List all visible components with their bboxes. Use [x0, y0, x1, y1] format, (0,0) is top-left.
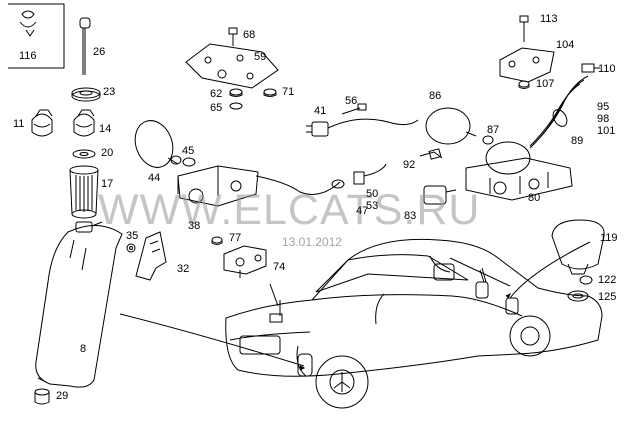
part-119-accumulator	[551, 219, 605, 275]
callout-38: 38	[188, 220, 201, 232]
callout-17: 17	[101, 178, 114, 190]
callout-11: 11	[13, 118, 25, 130]
part-74-sensor-bracket	[223, 245, 267, 278]
part-41-sensor	[306, 118, 419, 137]
callout-59: 59	[254, 51, 267, 63]
part-29-plug	[34, 388, 50, 405]
part-62-nut	[229, 88, 243, 97]
callout-92: 92	[403, 159, 416, 171]
part-116-box	[8, 3, 65, 69]
part-47-sleeve	[331, 179, 345, 189]
car-outline	[225, 238, 603, 409]
callout-80: 80	[528, 192, 541, 204]
part-23-ring	[71, 87, 101, 102]
part-80-valve-assembly	[465, 141, 573, 201]
callout-122: 122	[598, 274, 617, 286]
part-86-accumulator	[425, 107, 477, 145]
callout-110: 110	[598, 63, 616, 75]
part-35-ring	[126, 243, 136, 253]
callout-125: 125	[598, 291, 617, 303]
part-59-plate	[185, 43, 279, 89]
part-92-sensor	[419, 148, 443, 160]
callout-89: 89	[571, 135, 584, 147]
callout-56: 56	[345, 95, 358, 107]
callout-47: 47	[356, 205, 369, 217]
part-122-ring	[579, 275, 593, 285]
callout-50: 50	[366, 188, 379, 200]
part-65-washer	[229, 102, 243, 110]
callout-26: 26	[93, 46, 106, 58]
callout-68: 68	[243, 29, 256, 41]
callout-23: 23	[103, 86, 116, 98]
callout-71: 71	[282, 86, 295, 98]
callout-20: 20	[101, 147, 114, 159]
part-113-bolt	[519, 15, 529, 42]
part-32-bracket	[135, 231, 167, 281]
callout-77: 77	[229, 232, 242, 244]
watermark-text: WWW.ELCATS.RU	[98, 186, 481, 234]
callout-62: 62	[210, 88, 223, 100]
callout-65: 65	[210, 102, 223, 114]
part-26-dipstick	[79, 17, 91, 75]
part-20-washer	[72, 149, 96, 159]
callout-104: 104	[556, 39, 575, 51]
callout-29: 29	[56, 390, 69, 402]
part-50-53-sensor	[353, 163, 387, 185]
part-45-ring	[182, 157, 196, 167]
part-44-accumulator	[134, 120, 182, 168]
callout-101: 101	[597, 125, 616, 137]
callout-8: 8	[80, 343, 87, 355]
part-71-nut	[263, 88, 277, 97]
part-95-harness	[529, 75, 589, 149]
callout-107: 107	[536, 78, 555, 90]
part-83-valve	[423, 185, 457, 205]
part-8-reservoir	[35, 221, 123, 388]
watermark-date: 13.01.2012	[282, 235, 343, 249]
leader-lines	[119, 241, 591, 371]
part-14-clamp	[73, 109, 95, 137]
part-56-screw	[341, 103, 367, 115]
part-68-bolt	[228, 27, 238, 46]
callout-35: 35	[126, 230, 139, 242]
callout-87: 87	[487, 124, 500, 136]
callout-74: 74	[273, 261, 286, 273]
part-38-valve	[177, 165, 341, 207]
callout-45: 45	[182, 145, 195, 157]
part-110-plug	[581, 63, 600, 73]
part-87-ring	[482, 135, 494, 145]
callout-32: 32	[177, 263, 190, 275]
callout-98: 98	[597, 113, 610, 125]
part-104-bracket	[499, 47, 555, 83]
callout-113: 113	[540, 13, 558, 25]
callout-44: 44	[148, 172, 161, 184]
callout-86: 86	[429, 90, 442, 102]
callout-53: 53	[366, 200, 379, 212]
part-11-clamp	[31, 109, 53, 137]
callout-119: 119	[600, 232, 618, 244]
part-17-filter	[69, 165, 99, 219]
callout-116: 116	[19, 50, 37, 62]
callout-14: 14	[99, 123, 112, 135]
part-107-nut	[518, 80, 530, 89]
callout-83: 83	[404, 210, 417, 222]
callout-95: 95	[597, 101, 610, 113]
callout-41: 41	[314, 105, 327, 117]
part-77-nut	[211, 236, 223, 245]
